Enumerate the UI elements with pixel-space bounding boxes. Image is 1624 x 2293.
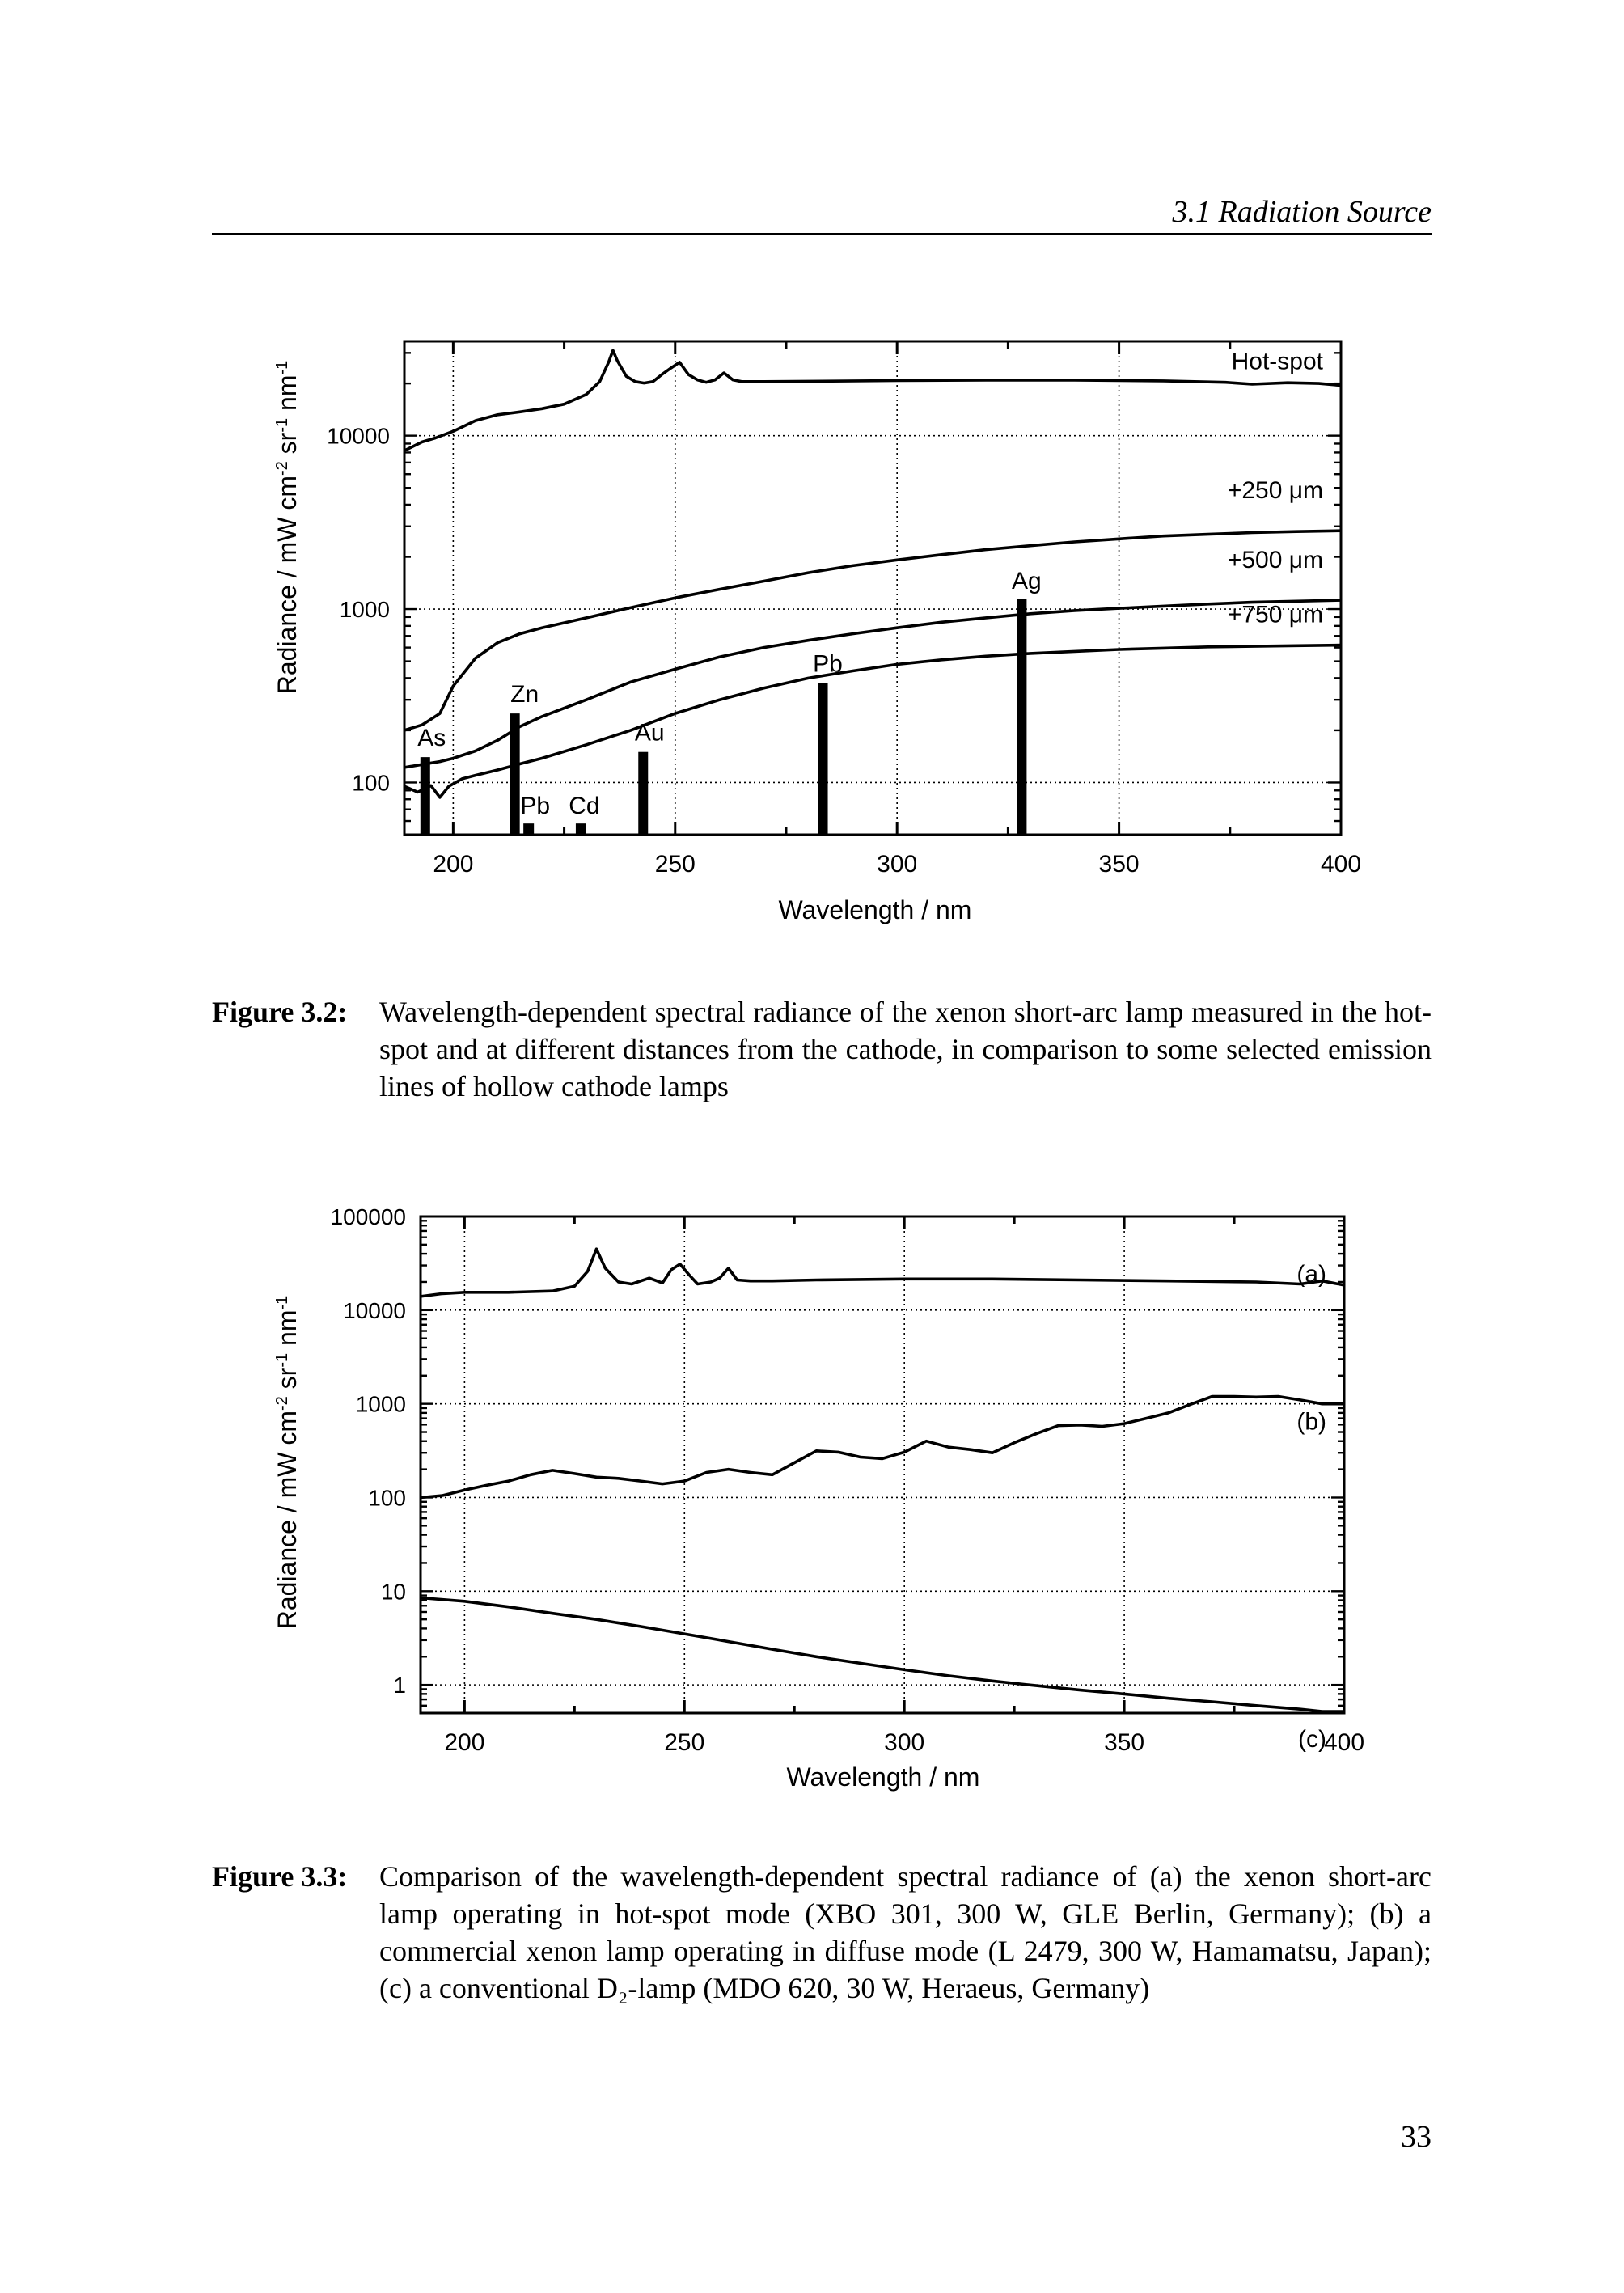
emission-label: Zn (510, 681, 539, 708)
chart-ticks: 200 250 300 350 400 100 1000 10000 (327, 340, 1361, 878)
caption-text: Comparison of the wavelength-dependent s… (379, 1860, 1432, 2004)
chart-grid (421, 1216, 1344, 1713)
caption-label: Figure 3.3 (212, 1860, 338, 1893)
emission-label: Cd (569, 793, 599, 819)
emission-bar (523, 823, 535, 835)
caption-label: Figure 3.2 (212, 996, 338, 1028)
x-axis-label: Wavelength / nm (779, 895, 972, 924)
series-labels: (a) (b) (c) (1296, 1261, 1326, 1753)
y-tick-label: 100 (368, 1485, 406, 1510)
series-line (404, 349, 1342, 452)
figure-3-3-caption: Figure 3.3: Comparison of the wavelength… (212, 1858, 1432, 2007)
x-tick-label: 200 (433, 851, 473, 878)
x-tick-label: 300 (877, 851, 917, 878)
y-tick-label: 10 (381, 1579, 406, 1604)
series-line (420, 1596, 1344, 1713)
series-label: (b) (1296, 1409, 1326, 1436)
emission-label: Pb (520, 793, 550, 819)
emission-bar (818, 683, 828, 835)
caption-text: Wavelength-dependent spectral radiance o… (379, 996, 1432, 1102)
chart-series (420, 1247, 1345, 1713)
series-labels: Hot-spot +250 μm +500 μm +750 μm (1228, 348, 1324, 628)
series-line (420, 1247, 1345, 1298)
series-label: Hot-spot (1232, 348, 1324, 374)
x-axis-label: Wavelength / nm (787, 1762, 980, 1792)
x-tick-label: 400 (1324, 1729, 1364, 1756)
y-tick-label: 1000 (356, 1392, 406, 1417)
series-line (404, 599, 1342, 769)
emission-bar (1017, 599, 1027, 835)
emission-bar (575, 823, 586, 835)
y-tick-label: 10000 (343, 1298, 406, 1323)
y-axis-label: Radiance / mW cm-2 sr-1 nm-1 (273, 1296, 302, 1630)
chart-ticks: 200 250 300 350 400 1 10 100 1000 10000 100000 (331, 1204, 1364, 1756)
x-tick-label: 300 (884, 1729, 924, 1756)
series-label: +750 μm (1228, 602, 1323, 628)
series-line (404, 529, 1342, 732)
x-tick-label: 350 (1099, 851, 1140, 878)
figure-3-3-chart: (a) (b) (c) 200 250 300 350 400 1 10 100 1000 10000… (273, 1204, 1364, 1792)
page-number: 33 (1401, 2120, 1432, 2154)
series-label: (c) (1298, 1726, 1326, 1753)
series-line (404, 643, 1342, 799)
x-tick-label: 250 (655, 851, 696, 878)
plot-frame (419, 1215, 1346, 1715)
x-tick-label: 200 (444, 1729, 484, 1756)
y-tick-label: 100000 (331, 1204, 406, 1229)
x-tick-label: 250 (664, 1729, 704, 1756)
y-axis-label: Radiance / mW cm-2 sr-1 nm-1 (273, 361, 302, 695)
emission-bar (420, 757, 430, 835)
x-tick-label: 400 (1321, 851, 1361, 878)
series-label: +500 μm (1228, 547, 1323, 573)
running-head-text: 3.1 Radiation Source (1172, 195, 1432, 229)
emission-label: Ag (1012, 568, 1042, 594)
y-tick-label: 10000 (327, 424, 390, 449)
emission-bar (510, 713, 520, 835)
emission-label: As (417, 725, 446, 751)
series-line (420, 1394, 1344, 1500)
series-label: (a) (1296, 1261, 1326, 1288)
plot-frame (403, 340, 1343, 836)
y-tick-label: 1 (393, 1673, 406, 1698)
emission-bar (638, 751, 649, 835)
series-label: +250 μm (1228, 477, 1323, 504)
y-tick-label: 100 (352, 770, 390, 795)
figure-3-2-caption: Figure 3.2: Wavelength-dependent spectra… (212, 993, 1432, 1105)
chart-grid (404, 341, 1341, 835)
emission-lines (420, 599, 1027, 835)
x-tick-label: 350 (1104, 1729, 1144, 1756)
running-head: 3.1 Radiation Source (212, 192, 1432, 235)
y-tick-label: 1000 (340, 597, 390, 622)
chart-series (404, 349, 1342, 799)
